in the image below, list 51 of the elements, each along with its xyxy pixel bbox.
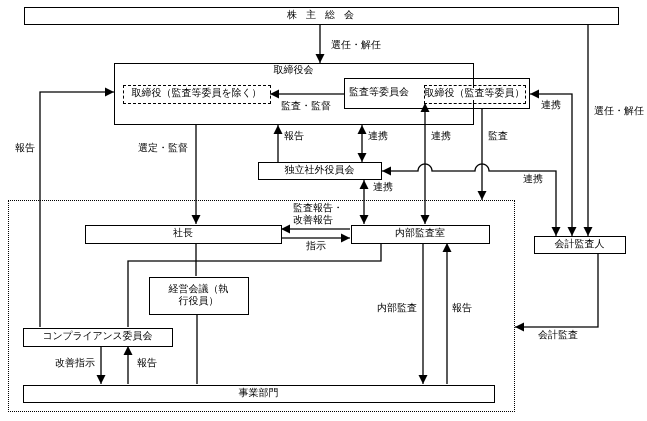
arrow	[274, 125, 282, 162]
arrow	[281, 224, 350, 234]
arrow	[584, 25, 592, 236]
edge-label: 報告	[14, 143, 36, 155]
connector-line	[196, 314, 198, 384]
double-arrow	[382, 163, 560, 236]
edge-label: 報告	[283, 131, 305, 143]
president-box: 社長	[85, 225, 282, 244]
connector-line	[195, 243, 197, 276]
arrow	[418, 243, 428, 384]
meeting-box: 経営会議（執行役員）	[149, 277, 249, 315]
arrow	[192, 125, 200, 224]
edge-label: 会計監査	[537, 330, 579, 342]
edge-label: 選任・解任	[330, 40, 382, 52]
arrow	[96, 346, 106, 384]
director-box: 取締役（監査等委員）	[424, 85, 526, 104]
edge-label: 連携	[430, 131, 452, 143]
arrow	[515, 254, 599, 332]
committee-box: 監査等委員会 取締役（監査等委員）	[344, 78, 530, 109]
edge-label: 指示	[305, 241, 327, 253]
arrow	[478, 109, 486, 200]
edge-label: 連携	[372, 182, 394, 194]
auditor-box: 会計監査人	[534, 236, 626, 254]
edge-label: 選定・監督	[137, 143, 189, 155]
department-box: 事業部門	[23, 385, 495, 403]
director-box: 取締役（監査等委員を除く）	[123, 85, 271, 104]
arrow	[270, 90, 344, 98]
arrow	[124, 346, 132, 384]
edge-label: 監査・監督	[280, 101, 332, 113]
double-arrow	[358, 125, 366, 162]
arrow	[39, 88, 114, 327]
edge-label: 内部監査	[376, 303, 418, 315]
edge-label: 連携	[540, 100, 562, 112]
office-box: 内部監査室	[351, 225, 490, 244]
double-arrow	[530, 90, 576, 236]
committee-box: 独立社外役員会	[258, 162, 382, 180]
arrow	[281, 234, 350, 242]
edge-label: 連携	[522, 174, 544, 186]
edge-label: 改善指示	[54, 358, 96, 370]
edge-label: 連携	[367, 131, 389, 143]
edge-label: 報告	[136, 358, 158, 370]
arrow	[442, 243, 452, 384]
edge-label: 報告	[451, 303, 473, 315]
edge-label: 選任・解任	[593, 106, 645, 118]
double-arrow	[360, 180, 368, 224]
edge-label: 監査	[487, 131, 509, 143]
committee-box: コンプライアンス委員会	[23, 328, 173, 347]
connector-line	[127, 243, 382, 327]
arrow	[316, 25, 324, 63]
double-arrow	[420, 103, 430, 224]
meeting-box: 株主総会	[24, 7, 619, 25]
